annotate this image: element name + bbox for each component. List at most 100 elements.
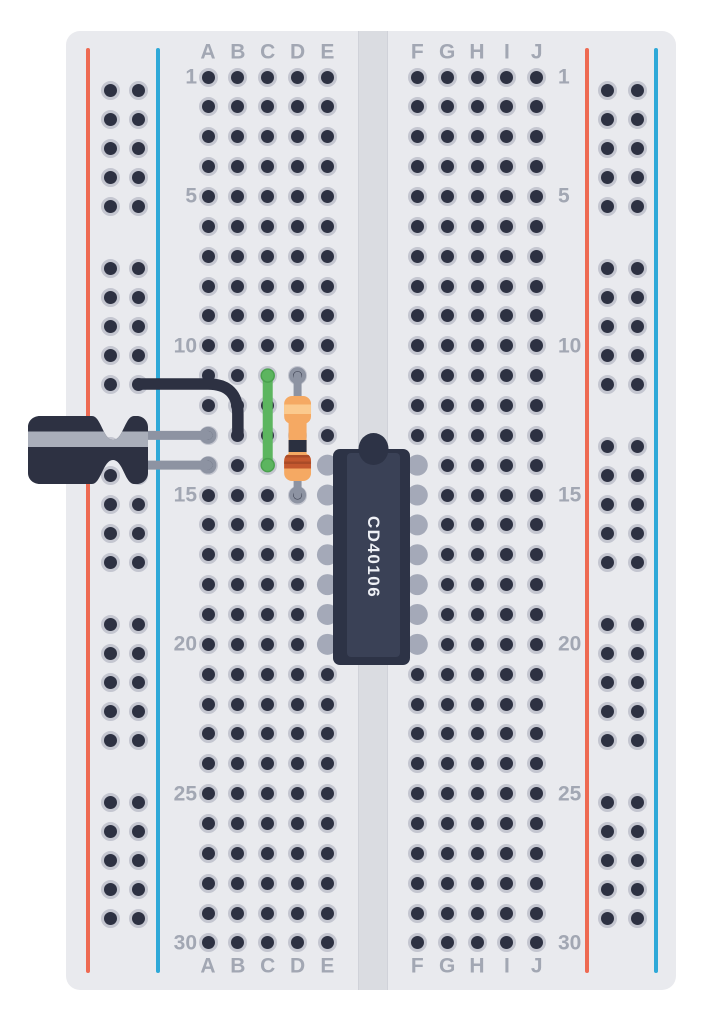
breadboard-hole [407,814,427,833]
breadboard-hole [198,724,218,744]
breadboard-hole [437,575,457,595]
breadboard-hole [467,634,487,654]
breadboard-hole [467,127,487,147]
ic-pin [406,603,428,625]
power-rail-hole [128,730,148,750]
breadboard-hole [198,216,218,236]
power-rail-hole [128,792,148,812]
column-label-C: C [260,40,276,64]
power-rail-hole [627,879,647,899]
breadboard-hole [228,873,248,893]
breadboard-hole [497,306,517,326]
electrolytic-capacitor [28,416,217,484]
breadboard-hole [407,395,427,415]
column-label-G: G [438,954,456,978]
breadboard-hole [437,664,457,684]
power-rail-hole [597,436,617,456]
breadboard-hole [228,843,248,863]
breadboard-hole [198,515,218,535]
power-rail-hole [627,672,647,692]
breadboard-hole [317,336,337,356]
breadboard-hole [258,933,278,953]
breadboard-hole [317,694,337,714]
breadboard-hole [407,306,427,326]
row-number-25: 25 [558,782,582,806]
breadboard-hole [437,216,457,236]
power-rail-hole [597,850,617,870]
row-number-30: 30 [173,931,197,955]
ic-pin [406,544,428,566]
breadboard-hole [317,127,337,147]
ic-pin [316,603,338,625]
breadboard-hole [317,873,337,893]
breadboard-hole [467,97,487,117]
power-rail-hole [128,879,148,899]
breadboard-hole [407,127,427,147]
breadboard-hole [288,276,308,296]
breadboard-hole [228,604,248,624]
column-label-H: H [469,954,485,978]
power-rail-hole [627,465,647,485]
resistor-lead-ring [289,367,307,385]
breadboard-hole [527,724,547,744]
breadboard-hole [437,366,457,386]
breadboard-hole [437,336,457,356]
breadboard-hole [288,575,308,595]
breadboard-hole [258,843,278,863]
breadboard-hole [288,246,308,266]
breadboard-hole [288,127,308,147]
power-rail-hole [100,80,120,100]
row-number-15: 15 [173,483,197,507]
breadboard-hole [467,336,487,356]
power-rail-hole [128,850,148,870]
breadboard-hole [497,67,517,87]
power-rail-hole [100,672,120,692]
breadboard-hole [467,485,487,505]
power-rail-hole [100,792,120,812]
power-rail-hole [100,850,120,870]
breadboard-hole [258,186,278,206]
power-rail-hole [128,494,148,514]
breadboard-hole [527,814,547,833]
left-rail-red-line [86,48,90,973]
column-label-B: B [230,954,246,978]
power-rail-hole [597,138,617,158]
breadboard-hole [437,754,457,774]
power-rail-hole [597,196,617,216]
power-rail-hole [597,345,617,365]
power-rail-hole [128,821,148,841]
breadboard-hole [198,604,218,624]
breadboard-hole [497,127,517,147]
breadboard-hole [288,754,308,774]
ic-pin [406,633,428,655]
breadboard-hole [497,604,517,624]
breadboard-hole [527,784,547,804]
breadboard-hole [467,664,487,684]
power-rail-hole [100,821,120,841]
power-rail-hole [627,258,647,278]
breadboard-hole [228,97,248,117]
breadboard-hole [467,903,487,923]
breadboard-hole [317,843,337,863]
breadboard-hole [228,903,248,923]
breadboard-hole [258,127,278,147]
power-rail-hole [627,196,647,216]
column-label-H: H [469,40,485,64]
right-rail-red-line [585,48,589,973]
breadboard-hole [228,276,248,296]
breadboard-hole [437,395,457,415]
breadboard-hole [228,216,248,236]
breadboard-hole [198,246,218,266]
breadboard-hole [288,515,308,535]
power-rail-hole [627,287,647,307]
breadboard-hole [467,575,487,595]
ic-pin [316,574,338,596]
breadboard-hole [527,575,547,595]
row-number-1: 1 [558,65,570,89]
breadboard-hole [437,306,457,326]
breadboard-hole [437,634,457,654]
breadboard-hole [407,425,427,445]
green-jumper-wire [260,368,275,473]
breadboard-hole [198,694,218,714]
breadboard-hole [407,724,427,744]
